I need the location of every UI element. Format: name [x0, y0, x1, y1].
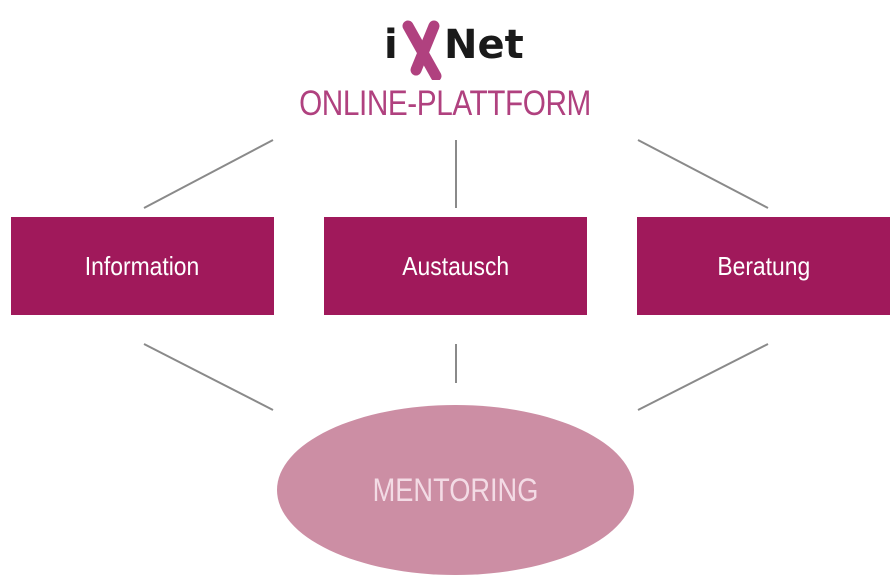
logo-i: i [384, 22, 398, 68]
platform-subtitle: ONLINE-PLATTFORM [299, 84, 591, 123]
logo-net: Net [444, 22, 524, 68]
ixnet-logo: i Net [380, 10, 540, 80]
pillar-austausch: Austausch [324, 217, 587, 315]
pillar-austausch-label: Austausch [402, 250, 509, 281]
pillar-beratung: Beratung [637, 217, 890, 315]
pillar-beratung-label: Beratung [717, 250, 810, 281]
logo-x-stroke-2 [410, 20, 440, 76]
connector-bottom-right [637, 343, 769, 411]
connector-top-left [143, 139, 274, 209]
pillar-information: Information [11, 217, 274, 315]
connector-bottom-left [143, 343, 274, 411]
connector-top-right [637, 139, 769, 209]
pillar-information-label: Information [85, 250, 200, 281]
ixnet-logo-mark: i Net [384, 20, 524, 80]
mentoring-ellipse: MENTORING [277, 405, 634, 575]
mentoring-label: MENTORING [372, 471, 539, 508]
